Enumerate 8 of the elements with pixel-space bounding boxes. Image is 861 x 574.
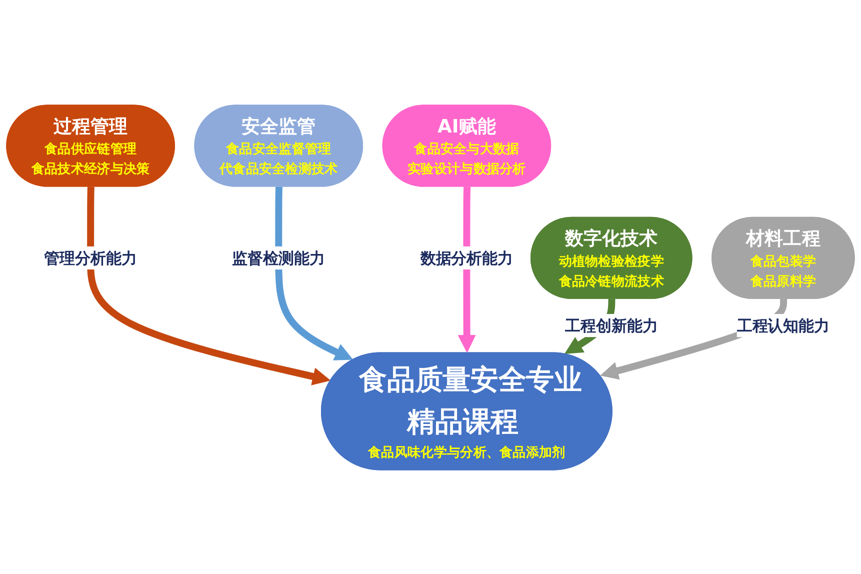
edge-label: 管理分析能力 — [44, 248, 137, 267]
arrow — [275, 185, 354, 360]
edge-label: 工程创新能力 — [564, 316, 658, 334]
edge-label: 监督检测能力 — [232, 248, 326, 267]
arrow — [87, 185, 331, 385]
arrow — [458, 185, 476, 353]
edge-label: 数据分析能力 — [420, 248, 514, 267]
edge-label: 工程认知能力 — [736, 316, 830, 334]
